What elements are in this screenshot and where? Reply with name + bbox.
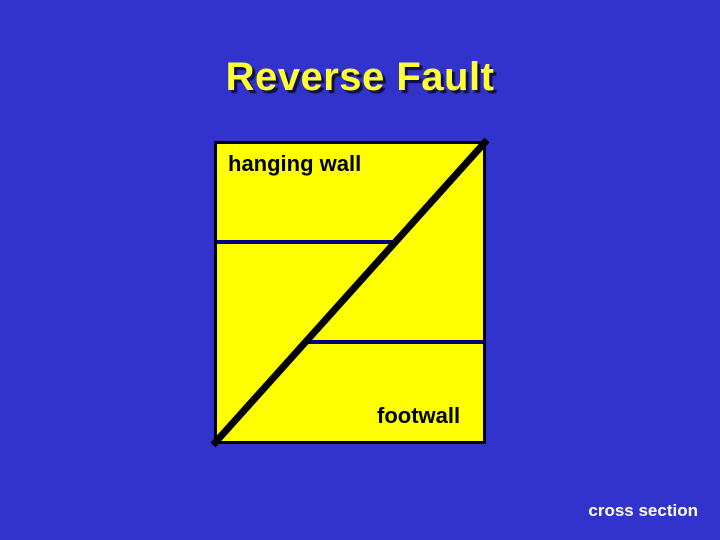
fault-diagram-canvas [210, 137, 490, 448]
reverse-fault-line [210, 137, 490, 448]
cross-section-caption: cross section [588, 501, 698, 520]
footwall-label: footwall [377, 403, 461, 428]
slide-title: Reverse Fault [225, 55, 495, 99]
hanging-wall-label: hanging wall [228, 151, 362, 176]
fault-block-diagram: hanging wall footwall [210, 137, 490, 448]
